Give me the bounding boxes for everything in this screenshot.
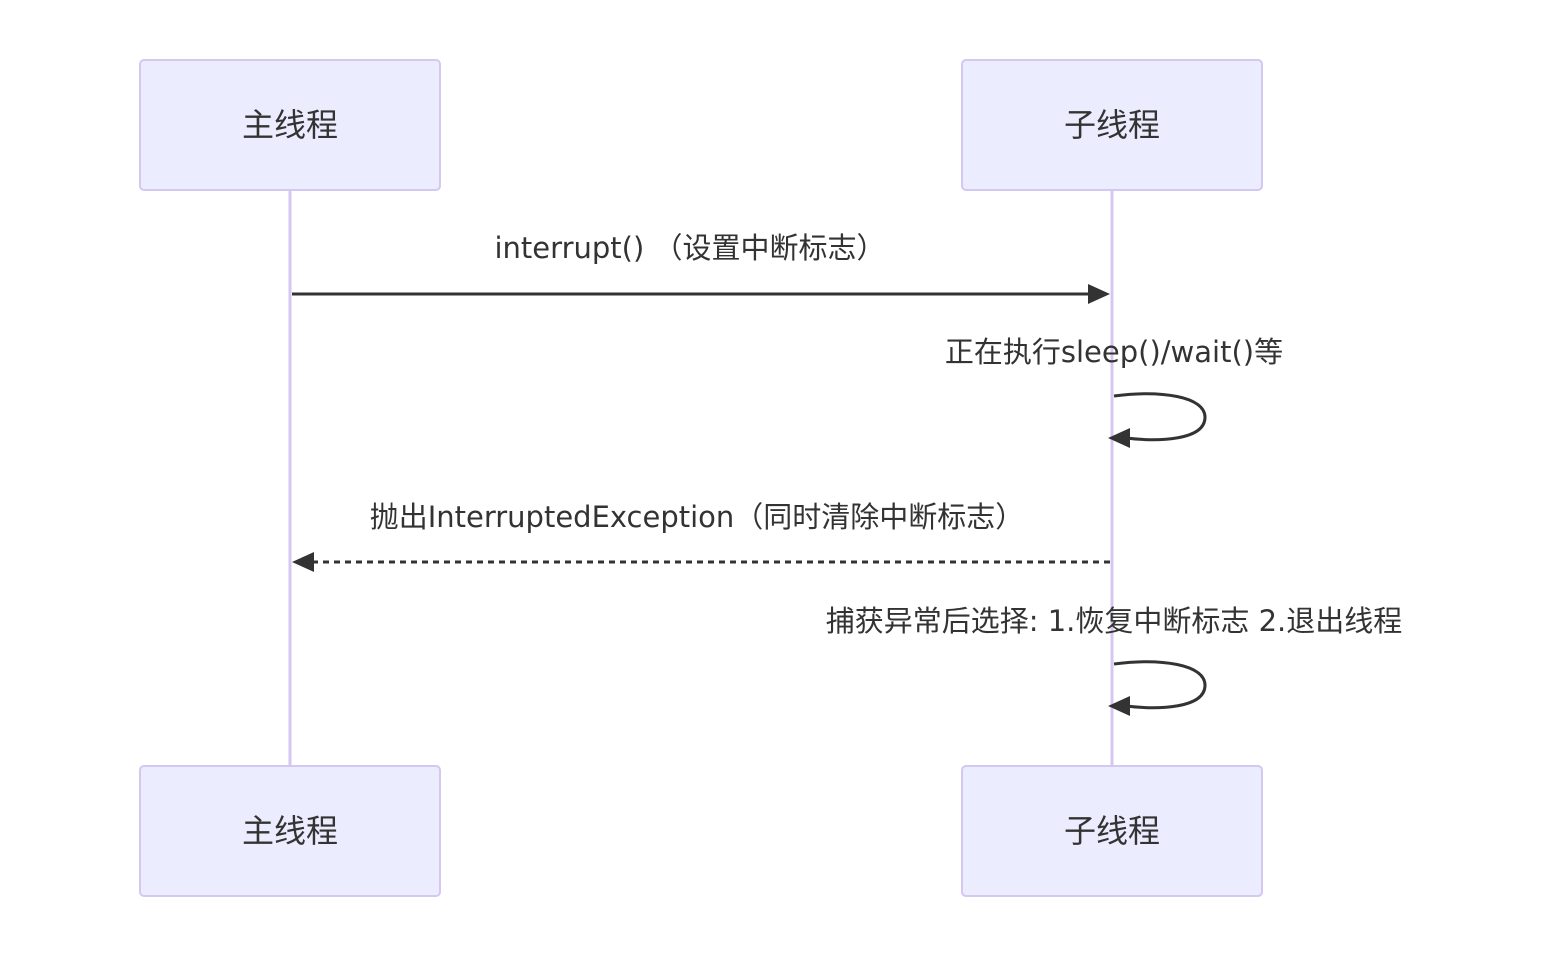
message-catch-exception-label: 捕获异常后选择: 1.恢复中断标志 2.退出线程 <box>826 604 1403 638</box>
child-thread-actor-top: 子线程 <box>961 59 1263 191</box>
arrow-left-icon <box>1108 696 1130 716</box>
message-executing-sleep: 正在执行sleep()/wait()等 <box>945 335 1283 448</box>
arrow-right-icon <box>1088 284 1110 304</box>
child-thread-label-top: 子线程 <box>1064 106 1160 144</box>
message-interrupt-label: interrupt() （设置中断标志） <box>495 231 886 265</box>
child-thread-actor-bottom: 子线程 <box>961 765 1263 897</box>
child-thread-label-bottom: 子线程 <box>1064 812 1160 850</box>
message-executing-sleep-label: 正在执行sleep()/wait()等 <box>945 335 1283 369</box>
message-interrupt: interrupt() （设置中断标志） <box>292 231 1110 304</box>
message-throw-exception: 抛出InterruptedException（同时清除中断标志） <box>292 500 1110 572</box>
message-catch-exception: 捕获异常后选择: 1.恢复中断标志 2.退出线程 <box>826 604 1403 716</box>
message-throw-exception-label: 抛出InterruptedException（同时清除中断标志） <box>370 500 1025 534</box>
arrow-left-icon <box>292 552 314 572</box>
arrow-left-icon <box>1108 428 1130 448</box>
main-thread-label-bottom: 主线程 <box>242 812 338 850</box>
main-thread-actor-top: 主线程 <box>139 59 441 191</box>
main-thread-actor-bottom: 主线程 <box>139 765 441 897</box>
main-thread-label-top: 主线程 <box>242 106 338 144</box>
